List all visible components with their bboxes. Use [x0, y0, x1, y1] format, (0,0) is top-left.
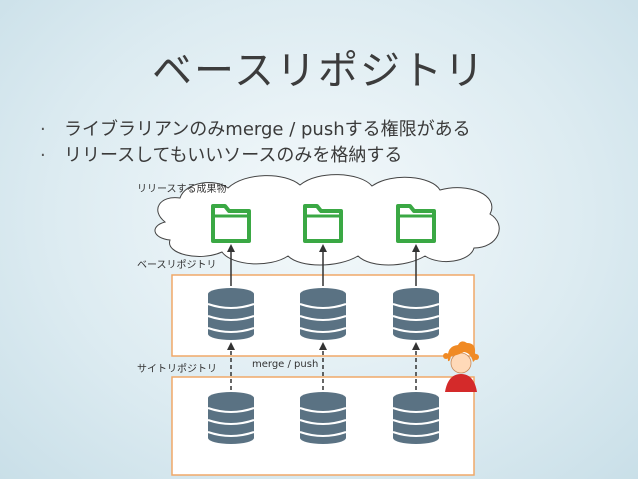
database-icon	[207, 287, 255, 341]
bullet-item: リリースしてもいいソースのみを格納する	[40, 143, 471, 169]
site-repo-label: サイトリポジトリ	[137, 363, 217, 375]
base-repo-label: ベースリポジトリ	[137, 259, 217, 271]
cloud-label: リリースする成果物	[137, 182, 227, 195]
bullet-list: ライブラリアンのみmerge / pushする権限がある リリースしてもいいソー…	[40, 117, 471, 169]
bullet-item: ライブラリアンのみmerge / pushする権限がある	[40, 117, 471, 143]
database-icon	[392, 391, 440, 445]
slide-title: ベースリポジトリ	[152, 48, 486, 94]
folder-icon	[303, 204, 343, 243]
database-icon	[207, 391, 255, 445]
database-icon	[392, 287, 440, 341]
database-icon	[299, 391, 347, 445]
folder-icon	[211, 204, 251, 243]
folder-icon	[396, 204, 436, 243]
merge-push-label: merge / push	[252, 359, 318, 370]
database-icon	[299, 287, 347, 341]
person-icon	[443, 341, 479, 392]
